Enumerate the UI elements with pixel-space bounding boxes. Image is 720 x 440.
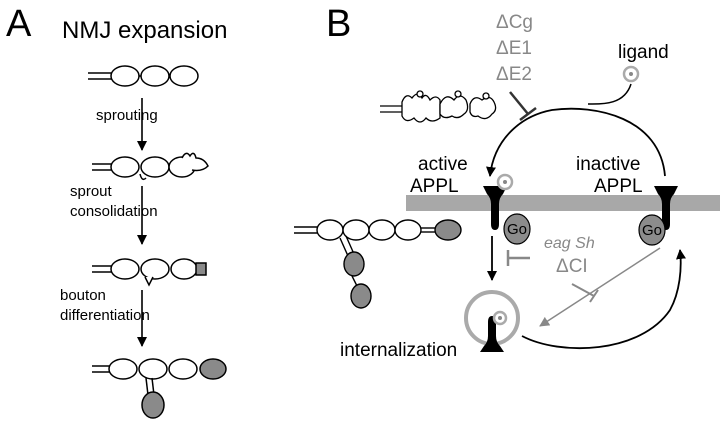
cycle-arrow-top (486, 107, 666, 177)
inhibition-delta-ci (571, 283, 599, 303)
nmj-stage-2 (92, 152, 209, 181)
inhibition-go-left (506, 250, 530, 266)
nmj-stage-1 (88, 65, 199, 87)
step-label-consolidation: consolidation (70, 203, 158, 220)
eag-sh-label: eag Sh (544, 235, 595, 252)
internalization-label: internalization (340, 340, 457, 361)
step-label-sprout: sprout (70, 183, 113, 200)
sprouted-terminal (380, 90, 497, 123)
mutant-label-de1: ΔE1 (496, 38, 532, 59)
inactive-label-line2: APPL (594, 176, 643, 197)
ligand-label: ligand (618, 42, 669, 63)
step-label-sprouting: sprouting (96, 107, 158, 124)
go-label-inactive: Go (642, 222, 662, 239)
panel-b: B ΔCg ΔE1 ΔE2 ligand (294, 3, 720, 361)
active-appl-receptor (483, 186, 507, 230)
active-label-line2: APPL (410, 176, 459, 197)
cycle-arrow-bottom (521, 249, 686, 349)
panel-b-letter: B (326, 3, 351, 45)
active-label-line1: active (418, 154, 468, 175)
go-protein-inactive: Go (638, 214, 666, 246)
mutant-label-dcg: ΔCg (496, 12, 533, 33)
step-label-differentiation: differentiation (60, 307, 150, 324)
differentiated-terminal (294, 219, 462, 309)
mutant-label-de2: ΔE2 (496, 64, 532, 85)
panel-a-title: NMJ expansion (62, 17, 227, 44)
membrane (406, 195, 720, 211)
panel-a-letter: A (6, 3, 32, 45)
ligand-icon (622, 65, 640, 83)
delta-ci-label: ΔCI (556, 256, 588, 277)
go-label-active: Go (507, 221, 527, 238)
inhibition-mutants-top (509, 91, 537, 121)
internalized-appl-receptor (480, 316, 504, 352)
gray-arrow-internalization (539, 247, 661, 327)
ligand-binding-curve (587, 83, 632, 105)
inactive-label-line1: inactive (576, 154, 640, 175)
go-protein-active: Go (503, 213, 531, 245)
step-label-bouton: bouton (60, 287, 106, 304)
internalized-ligand-icon (492, 310, 508, 326)
bound-ligand-icon (496, 173, 514, 191)
inactive-appl-receptor (654, 186, 678, 230)
nmj-stage-3 (92, 258, 207, 287)
nmj-stage-4 (92, 358, 227, 419)
panel-a: A NMJ expansion sprouting sprout consoli… (6, 3, 227, 419)
